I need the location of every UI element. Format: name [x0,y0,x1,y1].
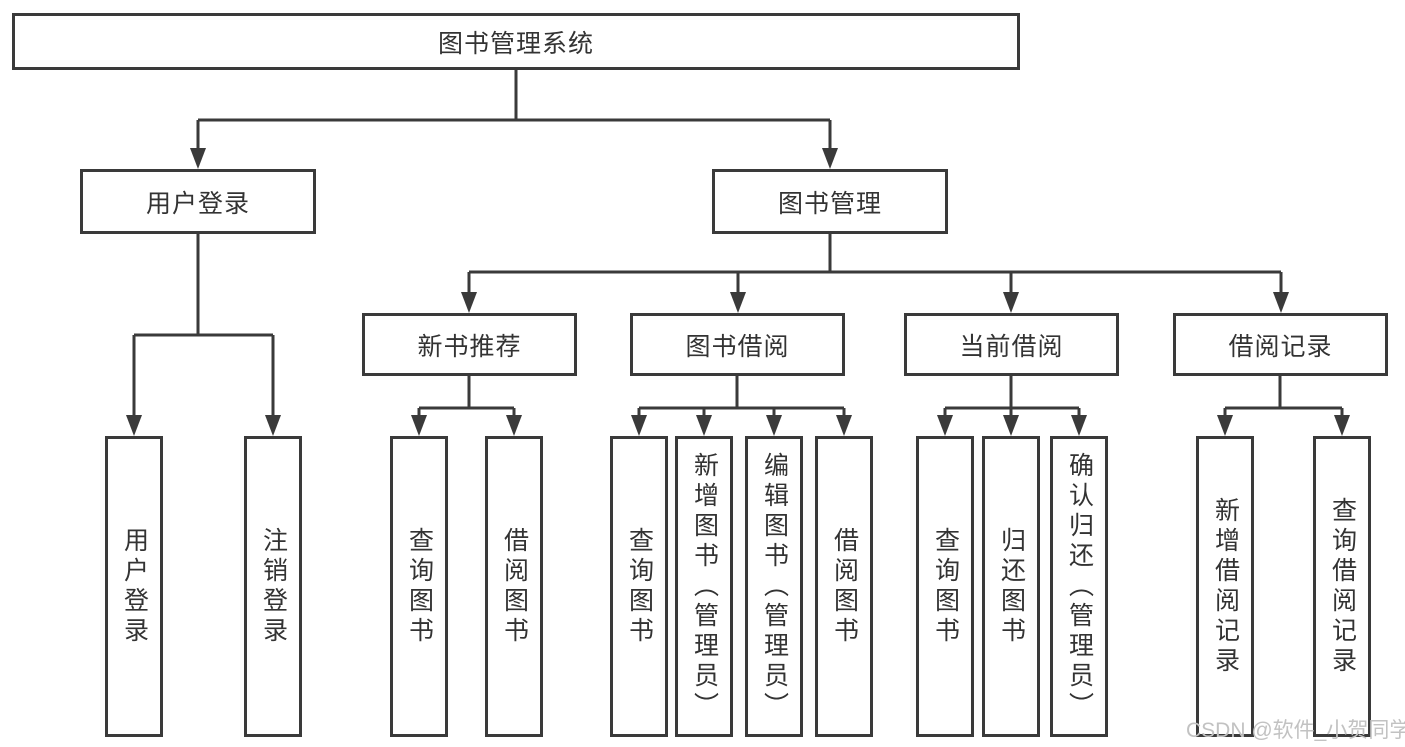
leaf-borrowing-add-book-admin: 新增图书（管理员） [675,436,733,737]
leaf-current-return-book: 归还图书 [982,436,1040,737]
leaf-records-add-borrow-record: 新增借阅记录 [1196,436,1254,737]
leaf-recommend-borrow-book: 借阅图书 [485,436,543,737]
csdn-watermark: CSDN @软件_小贺同学 [1186,719,1405,742]
node-book-borrowing: 图书借阅 [630,313,845,376]
leaf-logout: 注销登录 [244,436,302,737]
node-new-book-recommendation: 新书推荐 [362,313,577,376]
node-book-management: 图书管理 [712,169,948,234]
leaf-borrowing-query-book: 查询图书 [610,436,668,737]
node-library-management-system: 图书管理系统 [12,13,1020,70]
leaf-records-query-borrow-record: 查询借阅记录 [1313,436,1371,737]
node-current-borrowing: 当前借阅 [904,313,1119,376]
leaf-user-login: 用户登录 [105,436,163,737]
node-user-login: 用户登录 [80,169,316,234]
leaf-borrowing-borrow-book: 借阅图书 [815,436,873,737]
arrowheads [126,148,1350,436]
leaf-current-query-book: 查询图书 [916,436,974,737]
leaf-borrowing-edit-book-admin: 编辑图书（管理员） [745,436,803,737]
node-borrowing-records: 借阅记录 [1173,313,1388,376]
leaf-current-confirm-return-admin: 确认归还（管理员） [1050,436,1108,737]
leaf-recommend-query-book: 查询图书 [390,436,448,737]
